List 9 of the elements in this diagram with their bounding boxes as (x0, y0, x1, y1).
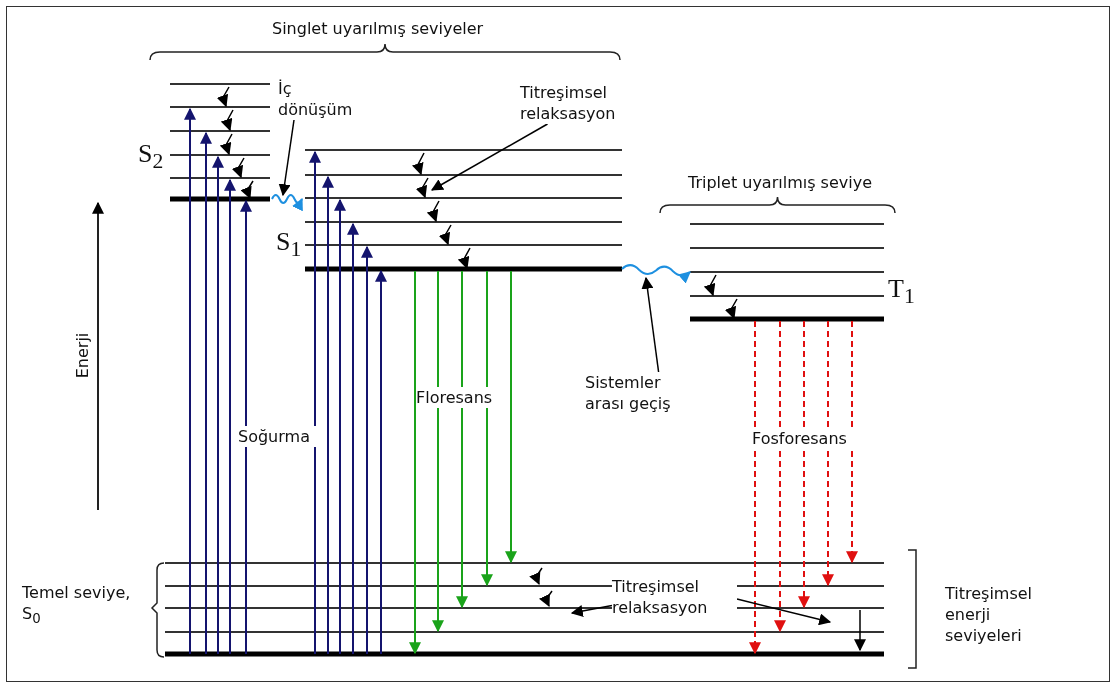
leader-line (278, 119, 295, 197)
level-label: T$_{1}$ (888, 275, 915, 311)
level-label: Temel seviye, S$_{0}$ (22, 582, 132, 629)
level-label: S$_{1}$ (276, 228, 302, 264)
leader-line (641, 276, 660, 373)
leader-line (736, 598, 832, 626)
leader-line (570, 604, 613, 617)
leader-line (430, 123, 549, 191)
level-label: S$_{2}$ (138, 140, 164, 176)
